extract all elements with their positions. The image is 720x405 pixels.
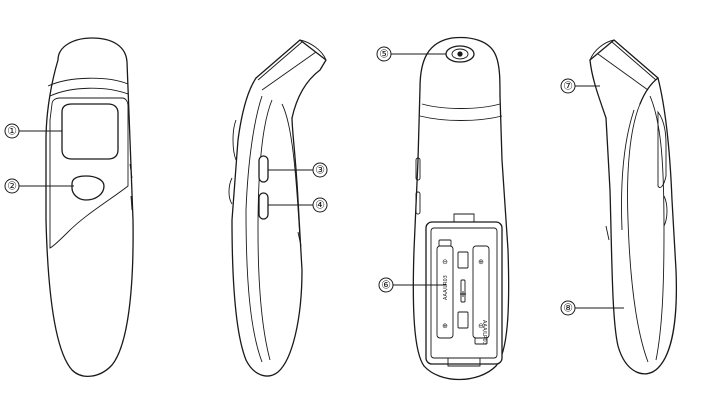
- callout-7-label: ⑦: [563, 80, 573, 93]
- callout-8: ⑧: [560, 300, 624, 316]
- battery-label-right: AAA/LR03: [481, 320, 487, 345]
- callout-1: ①: [4, 123, 62, 139]
- battery-minus-symbol: ⊖: [442, 258, 448, 266]
- battery-minus-symbol-right: ⊖: [478, 322, 484, 330]
- callout-4-label: ④: [315, 199, 325, 212]
- callout-6: ⑥: [378, 277, 446, 293]
- battery-plus-symbol-right: ⊕: [478, 258, 484, 266]
- battery-label-left: AAA/LR03: [443, 275, 449, 300]
- callout-5: ⑤: [376, 46, 446, 62]
- thermometer-right-view: [589, 39, 677, 375]
- thermometer-left-view: [228, 39, 327, 377]
- callout-2: ②: [4, 178, 74, 194]
- callout-3-label: ③: [315, 164, 325, 177]
- callout-5-label: ⑤: [379, 48, 389, 61]
- callout-4: ④: [268, 197, 328, 213]
- callout-3: ③: [268, 162, 328, 178]
- battery-compartment: AAA/LR03 AAA/LR03 ⊖ ⊕ ⊕ ⊖: [425, 213, 503, 367]
- thermometer-back-view: AAA/LR03 AAA/LR03 ⊖ ⊕ ⊕ ⊖: [412, 36, 510, 381]
- callout-7: ⑦: [560, 78, 600, 94]
- battery-plus-symbol: ⊕: [442, 322, 448, 330]
- callout-8-label: ⑧: [563, 302, 573, 315]
- callout-2-label: ②: [7, 180, 17, 193]
- callout-6-label: ⑥: [381, 279, 391, 292]
- callout-1-label: ①: [7, 125, 17, 138]
- infrared-sensor-lens: [445, 45, 475, 63]
- thermometer-front-view: [45, 37, 134, 377]
